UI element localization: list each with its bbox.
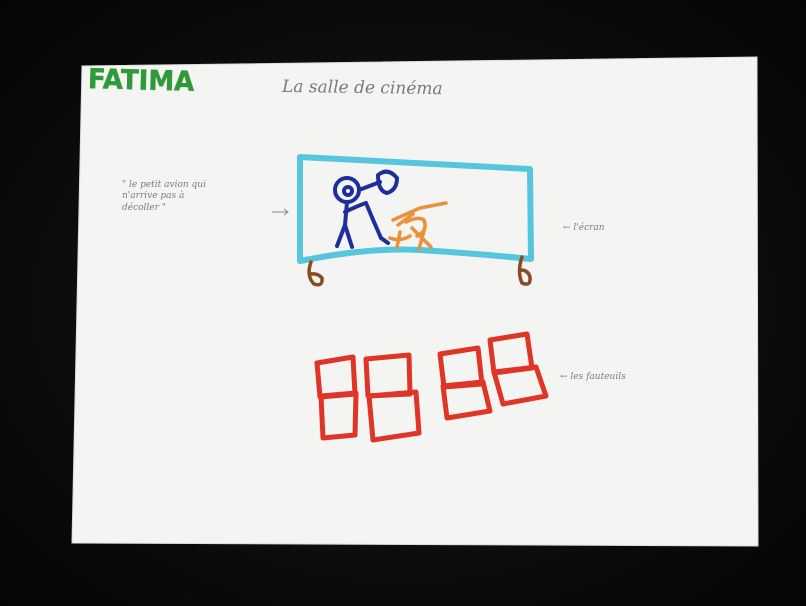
artist-name: FATIMA bbox=[88, 64, 195, 98]
screen-label: ← l'écran bbox=[563, 223, 605, 234]
seats-label: ← les fauteuils bbox=[560, 372, 626, 383]
drawing-title: La salle de cinéma bbox=[282, 77, 443, 100]
quote-note: " le petit avion qui n'arrive pas à déco… bbox=[122, 180, 252, 214]
paper-background bbox=[72, 57, 758, 546]
